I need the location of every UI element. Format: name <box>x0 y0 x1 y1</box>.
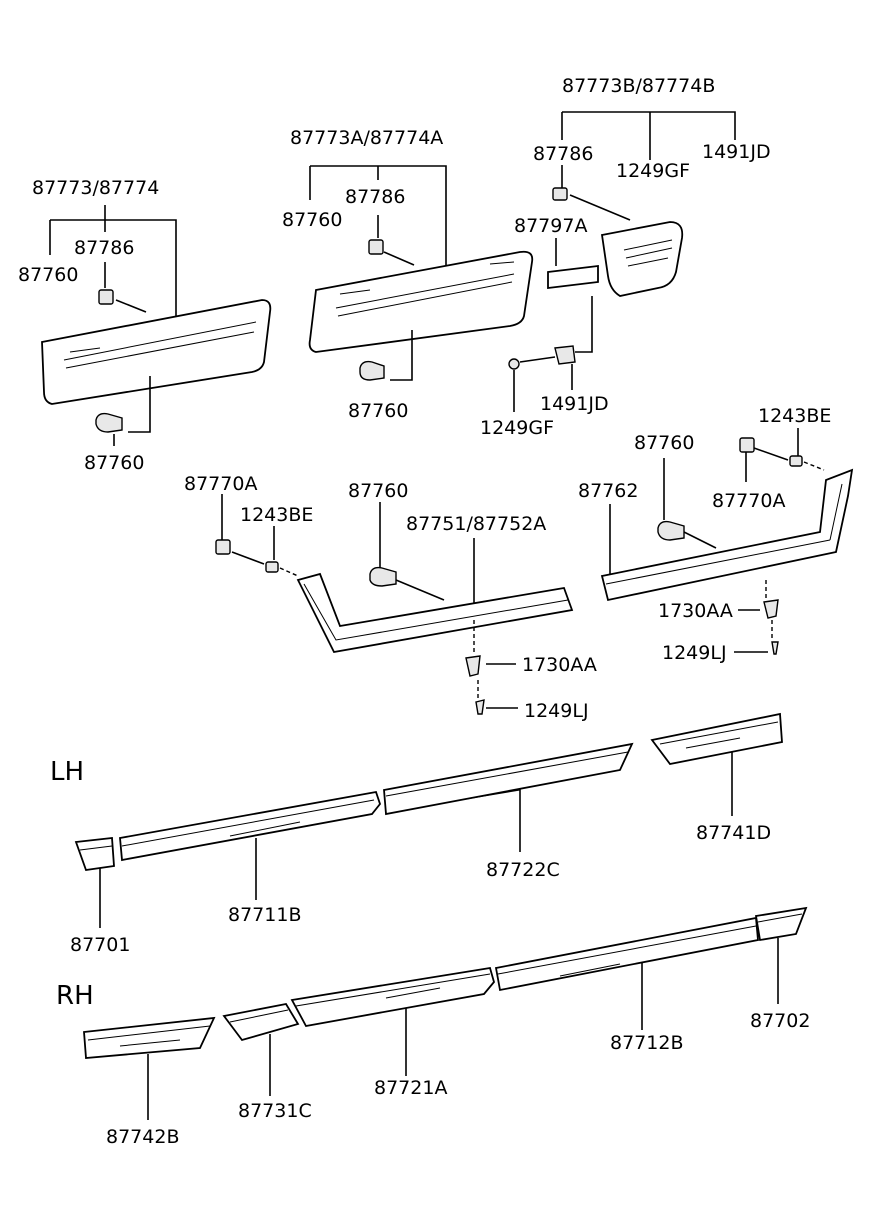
label-87760-a2: 87760 <box>84 452 144 474</box>
label-87722c: 87722C <box>486 859 560 881</box>
label-1249lj-r: 1249LJ <box>662 642 727 664</box>
clip-87760-m <box>369 566 397 587</box>
label-87760-a1: 87760 <box>18 264 78 286</box>
clip-1491jd <box>554 345 576 365</box>
label-1491jd-mid: 1491JD <box>540 393 609 415</box>
label-87741d: 87741D <box>696 822 771 844</box>
molding-87742b <box>83 1016 216 1059</box>
label-1491jd-top: 1491JD <box>702 141 771 163</box>
label-1243be-r: 1243BE <box>758 405 831 427</box>
clip-87770a-l <box>215 539 231 555</box>
screw-1249lj-r <box>771 641 779 655</box>
label-87751: 87751/87752A <box>406 513 546 535</box>
label-87760-b2: 87760 <box>348 400 408 422</box>
label-lh: LH <box>50 757 84 787</box>
label-87797a: 87797A <box>514 215 587 237</box>
label-87721a: 87721A <box>374 1077 447 1099</box>
molding-87711b <box>119 790 382 862</box>
label-1249gf-mid: 1249GF <box>480 417 554 439</box>
group-87773a <box>308 165 534 381</box>
molding-87722c <box>383 742 634 816</box>
screw-1243be-l <box>265 561 279 573</box>
screw-1243be-r <box>789 455 803 467</box>
molding-87751 <box>296 572 574 654</box>
side-labels: LH RH <box>50 757 94 1011</box>
clip-87786-b <box>368 239 384 255</box>
clip-1730aa-r <box>763 599 779 619</box>
label-1730aa-l: 1730AA <box>522 654 597 676</box>
molding-87773a <box>308 250 534 353</box>
rh-moldings <box>83 906 808 1120</box>
label-87760-r: 87760 <box>634 432 694 454</box>
molding-87762 <box>600 468 854 602</box>
label-87773a: 87773A/87774A <box>290 127 443 149</box>
pad-87797a <box>547 264 599 290</box>
clip-1730aa-l <box>465 655 481 677</box>
label-87711b: 87711B <box>228 904 301 926</box>
molding-87741d <box>650 712 783 765</box>
label-87742b: 87742B <box>106 1126 179 1148</box>
label-87773b: 87773B/87774B <box>562 75 715 97</box>
molding-87712b <box>494 916 759 992</box>
clip-87760-a <box>95 412 123 433</box>
label-87786-b: 87786 <box>345 186 405 208</box>
clip-87786-c <box>552 187 568 201</box>
lh-moldings <box>74 712 783 928</box>
molding-87702 <box>754 906 808 942</box>
label-87786-c: 87786 <box>533 143 593 165</box>
label-87701: 87701 <box>70 934 130 956</box>
group-87762 <box>600 428 854 655</box>
label-1243be-l: 1243BE <box>240 504 313 526</box>
label-87762: 87762 <box>578 480 638 502</box>
label-87770a-l: 87770A <box>184 473 257 495</box>
label-87731c: 87731C <box>238 1100 312 1122</box>
molding-87773 <box>41 299 272 405</box>
group-87773 <box>41 205 272 446</box>
clip-87760-b <box>359 360 385 381</box>
label-87760-b1: 87760 <box>282 209 342 231</box>
molding-87701 <box>74 837 115 871</box>
part-labels: 87773B/87774B 87786 1249GF 1491JD 87773A… <box>18 75 831 1148</box>
screw-1249gf <box>508 358 520 370</box>
label-rh: RH <box>56 981 94 1011</box>
label-87712b: 87712B <box>610 1032 683 1054</box>
clip-87770a-r <box>739 437 755 453</box>
molding-87773b <box>600 221 684 297</box>
label-87786-a: 87786 <box>74 237 134 259</box>
clip-87786-a <box>98 289 114 305</box>
label-87773: 87773/87774 <box>32 177 159 199</box>
group-87751 <box>215 494 574 715</box>
label-1730aa-r: 1730AA <box>658 600 733 622</box>
label-87702: 87702 <box>750 1010 810 1032</box>
screw-1249lj-l <box>475 699 485 715</box>
clip-87760-r <box>657 520 685 541</box>
label-87770a-r: 87770A <box>712 490 785 512</box>
molding-87731c <box>222 1002 300 1042</box>
group-87773b <box>508 111 736 412</box>
label-1249lj-l: 1249LJ <box>524 700 589 722</box>
label-87760-m: 87760 <box>348 480 408 502</box>
label-1249gf-top: 1249GF <box>616 160 690 182</box>
